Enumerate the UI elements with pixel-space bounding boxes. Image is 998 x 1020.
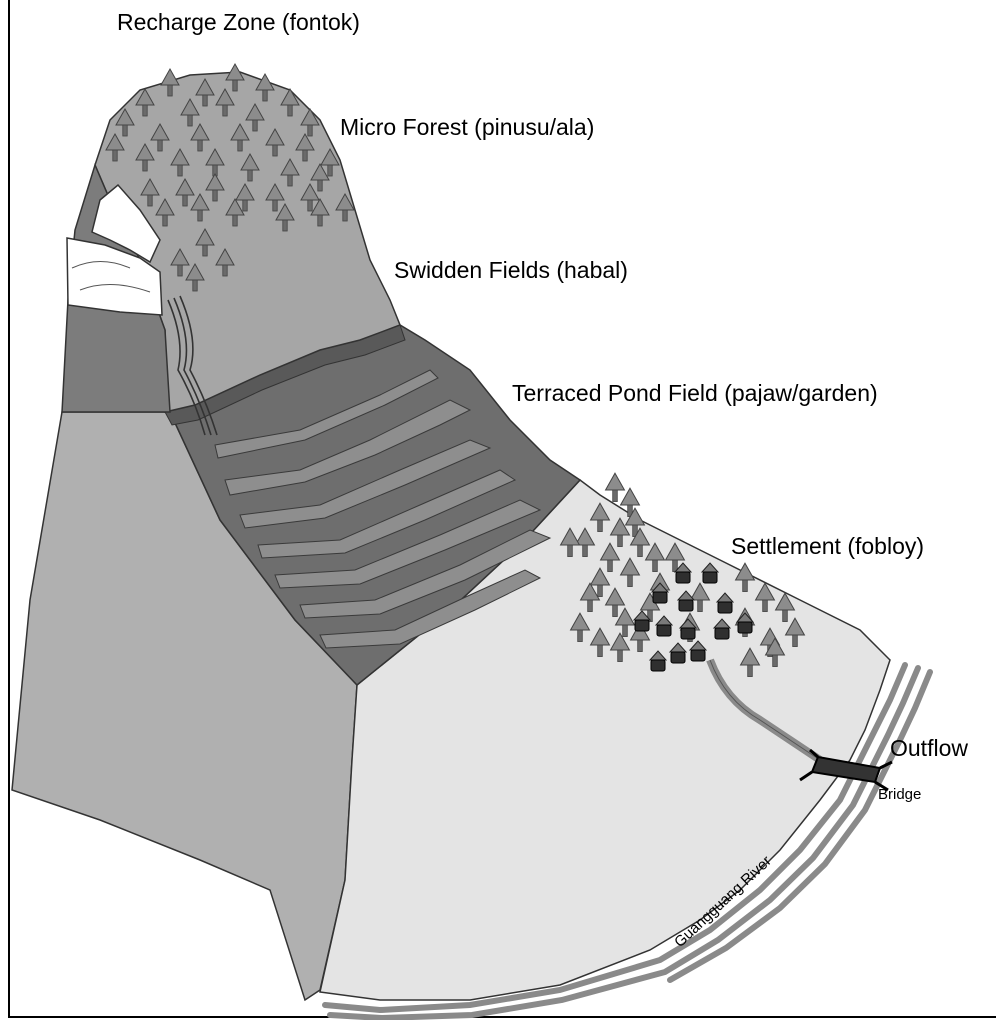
- conifer-tree-icon: [606, 473, 625, 501]
- micro-forest-label: Micro Forest (pinusu/ala): [340, 114, 594, 140]
- recharge-zone-label: Recharge Zone (fontok): [117, 9, 360, 35]
- outflow-label: Outflow: [890, 735, 968, 761]
- terraced-pond-field-label: Terraced Pond Field (pajaw/garden): [512, 380, 878, 406]
- bridge-label: Bridge: [878, 786, 921, 803]
- settlement-label: Settlement (fobloy): [731, 533, 924, 559]
- swidden-fields-label: Swidden Fields (habal): [394, 257, 628, 283]
